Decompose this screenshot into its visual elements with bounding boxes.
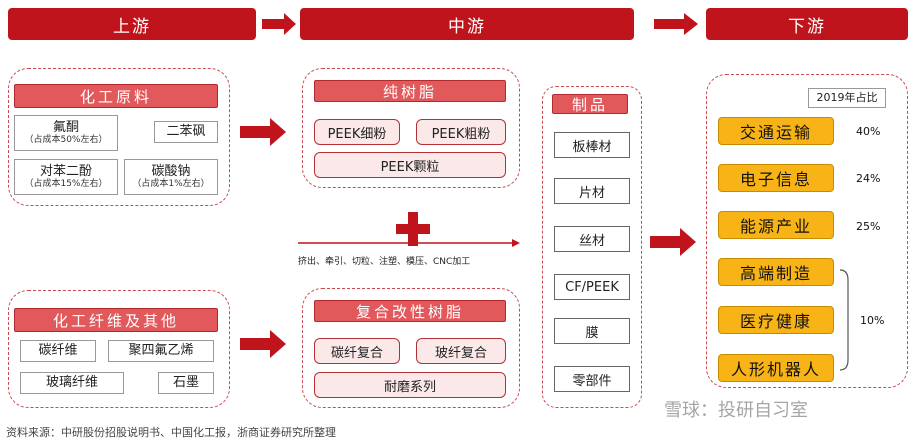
product-filament: 丝材 [554, 226, 630, 252]
arrow-products-down [650, 228, 696, 256]
process-steps: 挤出、牵引、切粒、注塑、模压、CNC加工 [298, 257, 471, 267]
item-note: （占成本50%左右） [24, 135, 108, 146]
share-electronics: 24% [856, 171, 881, 185]
glass-composite: 玻纤复合 [416, 338, 506, 364]
product-sheet: 片材 [554, 178, 630, 204]
fiber-ptfe: 聚四氟乙烯 [108, 340, 214, 362]
source-note: 资料来源：中研股份招股说明书、中国化工报，浙商证券研究所整理 [6, 426, 336, 439]
app-electronics: 电子信息 [718, 164, 834, 192]
fiber-carbon: 碳纤维 [20, 340, 96, 362]
arrow-upstream-mid [262, 13, 296, 35]
peek-coarse-powder: PEEK粗粉 [416, 119, 506, 145]
stage-upstream: 上游 [8, 8, 256, 40]
item-name: 碳酸钠 [151, 163, 191, 179]
item-name: 对苯二酚 [39, 163, 92, 179]
peek-pellets: PEEK颗粒 [314, 152, 506, 178]
share-transportation: 40% [856, 124, 881, 138]
process-arrowhead [512, 239, 520, 247]
downstream-panel [706, 74, 908, 388]
group1-title: 化工原料 [14, 84, 218, 108]
group2-title: 化工纤维及其他 [14, 308, 218, 332]
product-cf-peek: CF/PEEK [554, 274, 630, 300]
item-note: （占成本1%左右） [132, 179, 210, 190]
upstream-group1 [8, 68, 230, 206]
mid-composite-resin [302, 288, 520, 408]
watermark: 雪球：投研自习室 [664, 400, 808, 421]
raw-diphenylsulfone: 二苯砜 [154, 121, 218, 143]
product-plate-rod: 板棒材 [554, 132, 630, 158]
share-others: 10% [860, 313, 885, 327]
plus-h [396, 224, 430, 234]
composite-title: 复合改性树脂 [314, 300, 506, 322]
arrow-mid-down [654, 13, 698, 35]
plus-v [408, 212, 418, 246]
carbon-composite: 碳纤复合 [314, 338, 400, 364]
item-name: 二苯砜 [166, 124, 206, 140]
item-note: （占成本15%左右） [24, 179, 108, 190]
pure-resin-title: 纯树脂 [314, 80, 506, 102]
products-title: 制品 [552, 94, 628, 114]
stage-midstream: 中游 [300, 8, 634, 40]
app-humanoid-robot: 人形机器人 [718, 354, 834, 382]
fiber-glass: 玻璃纤维 [20, 372, 124, 394]
app-medical: 医疗健康 [718, 306, 834, 334]
peek-fine-powder: PEEK细粉 [314, 119, 400, 145]
raw-sodium-carbonate: 碳酸钠 （占成本1%左右） [124, 159, 218, 195]
share-energy: 25% [856, 219, 881, 233]
fiber-graphite: 石墨 [158, 372, 214, 394]
app-energy: 能源产业 [718, 211, 834, 239]
upstream-group2 [8, 290, 230, 408]
product-parts: 零部件 [554, 366, 630, 392]
mid-pure-resin [302, 68, 520, 188]
raw-fluoroketone: 氟酮 （占成本50%左右） [14, 115, 118, 151]
raw-hydroquinone: 对苯二酚 （占成本15%左右） [14, 159, 118, 195]
share-title: 2019年占比 [808, 88, 886, 108]
arrow-group2 [240, 330, 286, 358]
product-film: 膜 [554, 318, 630, 344]
arrow-group1 [240, 118, 286, 146]
products-column [542, 86, 642, 408]
app-transportation: 交通运输 [718, 117, 834, 145]
stage-downstream: 下游 [706, 8, 908, 40]
wear-resistant-series: 耐磨系列 [314, 372, 506, 398]
item-name: 氟酮 [52, 119, 79, 135]
app-high-end-manufacturing: 高端制造 [718, 258, 834, 286]
